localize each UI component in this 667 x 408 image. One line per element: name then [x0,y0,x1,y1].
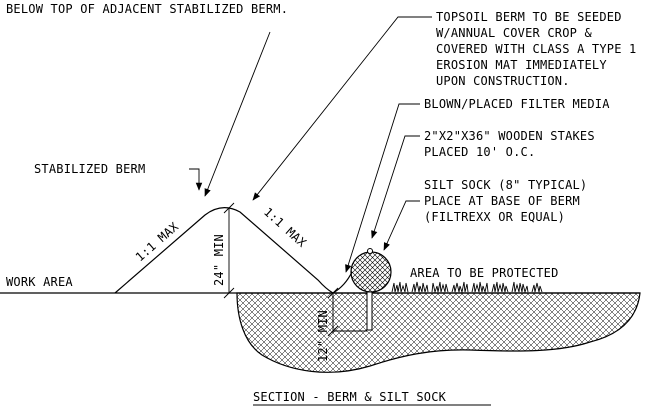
silt-sock-line: PLACE AT BASE OF BERM [424,194,580,208]
dim-tick [327,287,339,299]
silt-sock-line: (FILTREXX OR EQUAL) [424,210,565,224]
topsoil-berm-note: TOPSOIL BERM TO BE SEEDED W/ANNUAL COVER… [436,10,636,88]
berm-outline [114,207,334,294]
stake-depth-label: 12" MIN [316,310,330,362]
topsoil-berm-line: TOPSOIL BERM TO BE SEEDED [436,10,622,24]
stakes-note: 2"X2"X36" WOODEN STAKES PLACED 10' O.C. [424,129,595,159]
dim-tick [223,287,235,299]
topsoil-berm-line: W/ANNUAL COVER CROP & [436,26,592,40]
topsoil-berm-line: UPON CONSTRUCTION. [436,74,570,88]
silt-sock-tie [367,248,373,254]
soil-hatch-area [236,292,641,373]
silt-sock-leader [383,200,420,251]
area-protected-label: AREA TO BE PROTECTED [410,266,559,280]
silt-sock [350,251,392,293]
dim-tick [327,325,339,337]
filter-media-leader [345,103,420,273]
silt-sock-note: SILT SOCK (8" TYPICAL) PLACE AT BASE OF … [424,178,587,224]
topsoil-berm-leader [252,16,432,201]
slope-right-label: 1:1 MAX [261,205,309,251]
wooden-stake [366,291,373,331]
work-area-label: WORK AREA [6,275,73,289]
top-note-label: BELOW TOP OF ADJACENT STABILIZED BERM. [6,2,288,16]
stakes-line: PLACED 10' O.C. [424,145,535,159]
topsoil-berm-line: COVERED WITH CLASS A TYPE 1 [436,42,636,56]
stabilized-berm-leader [189,168,203,191]
dim-tick [223,202,235,214]
section-title: SECTION - BERM & SILT SOCK [253,390,447,404]
silt-sock-line: SILT SOCK (8" TYPICAL) [424,178,587,192]
berm-height-label: 24" MIN [212,234,226,286]
stakes-line: 2"X2"X36" WOODEN STAKES [424,129,595,143]
top-note-leader [204,31,271,197]
stabilized-berm-label: STABILIZED BERM [34,162,145,176]
topsoil-berm-line: EROSION MAT IMMEDIATELY [436,58,607,72]
grass-icon [391,281,543,294]
filter-media-label: BLOWN/PLACED FILTER MEDIA [424,97,610,111]
stakes-leader [371,135,420,239]
